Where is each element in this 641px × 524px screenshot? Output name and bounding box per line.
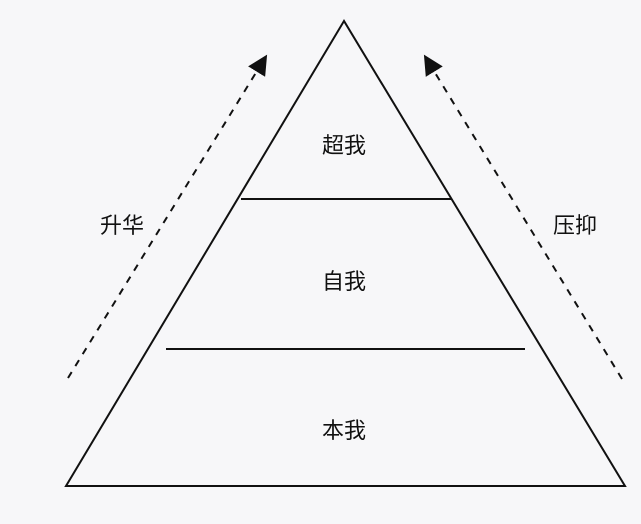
repression-arrow: [423, 54, 623, 380]
repression-label: 压抑: [553, 214, 597, 239]
pyramid-outline: [64, 19, 627, 487]
ego-label: 自我: [322, 270, 366, 295]
superego-label: 超我: [322, 134, 366, 159]
id-label: 本我: [322, 419, 366, 444]
sublimation-label: 升华: [100, 214, 144, 239]
sublimation-arrow: [67, 54, 268, 379]
